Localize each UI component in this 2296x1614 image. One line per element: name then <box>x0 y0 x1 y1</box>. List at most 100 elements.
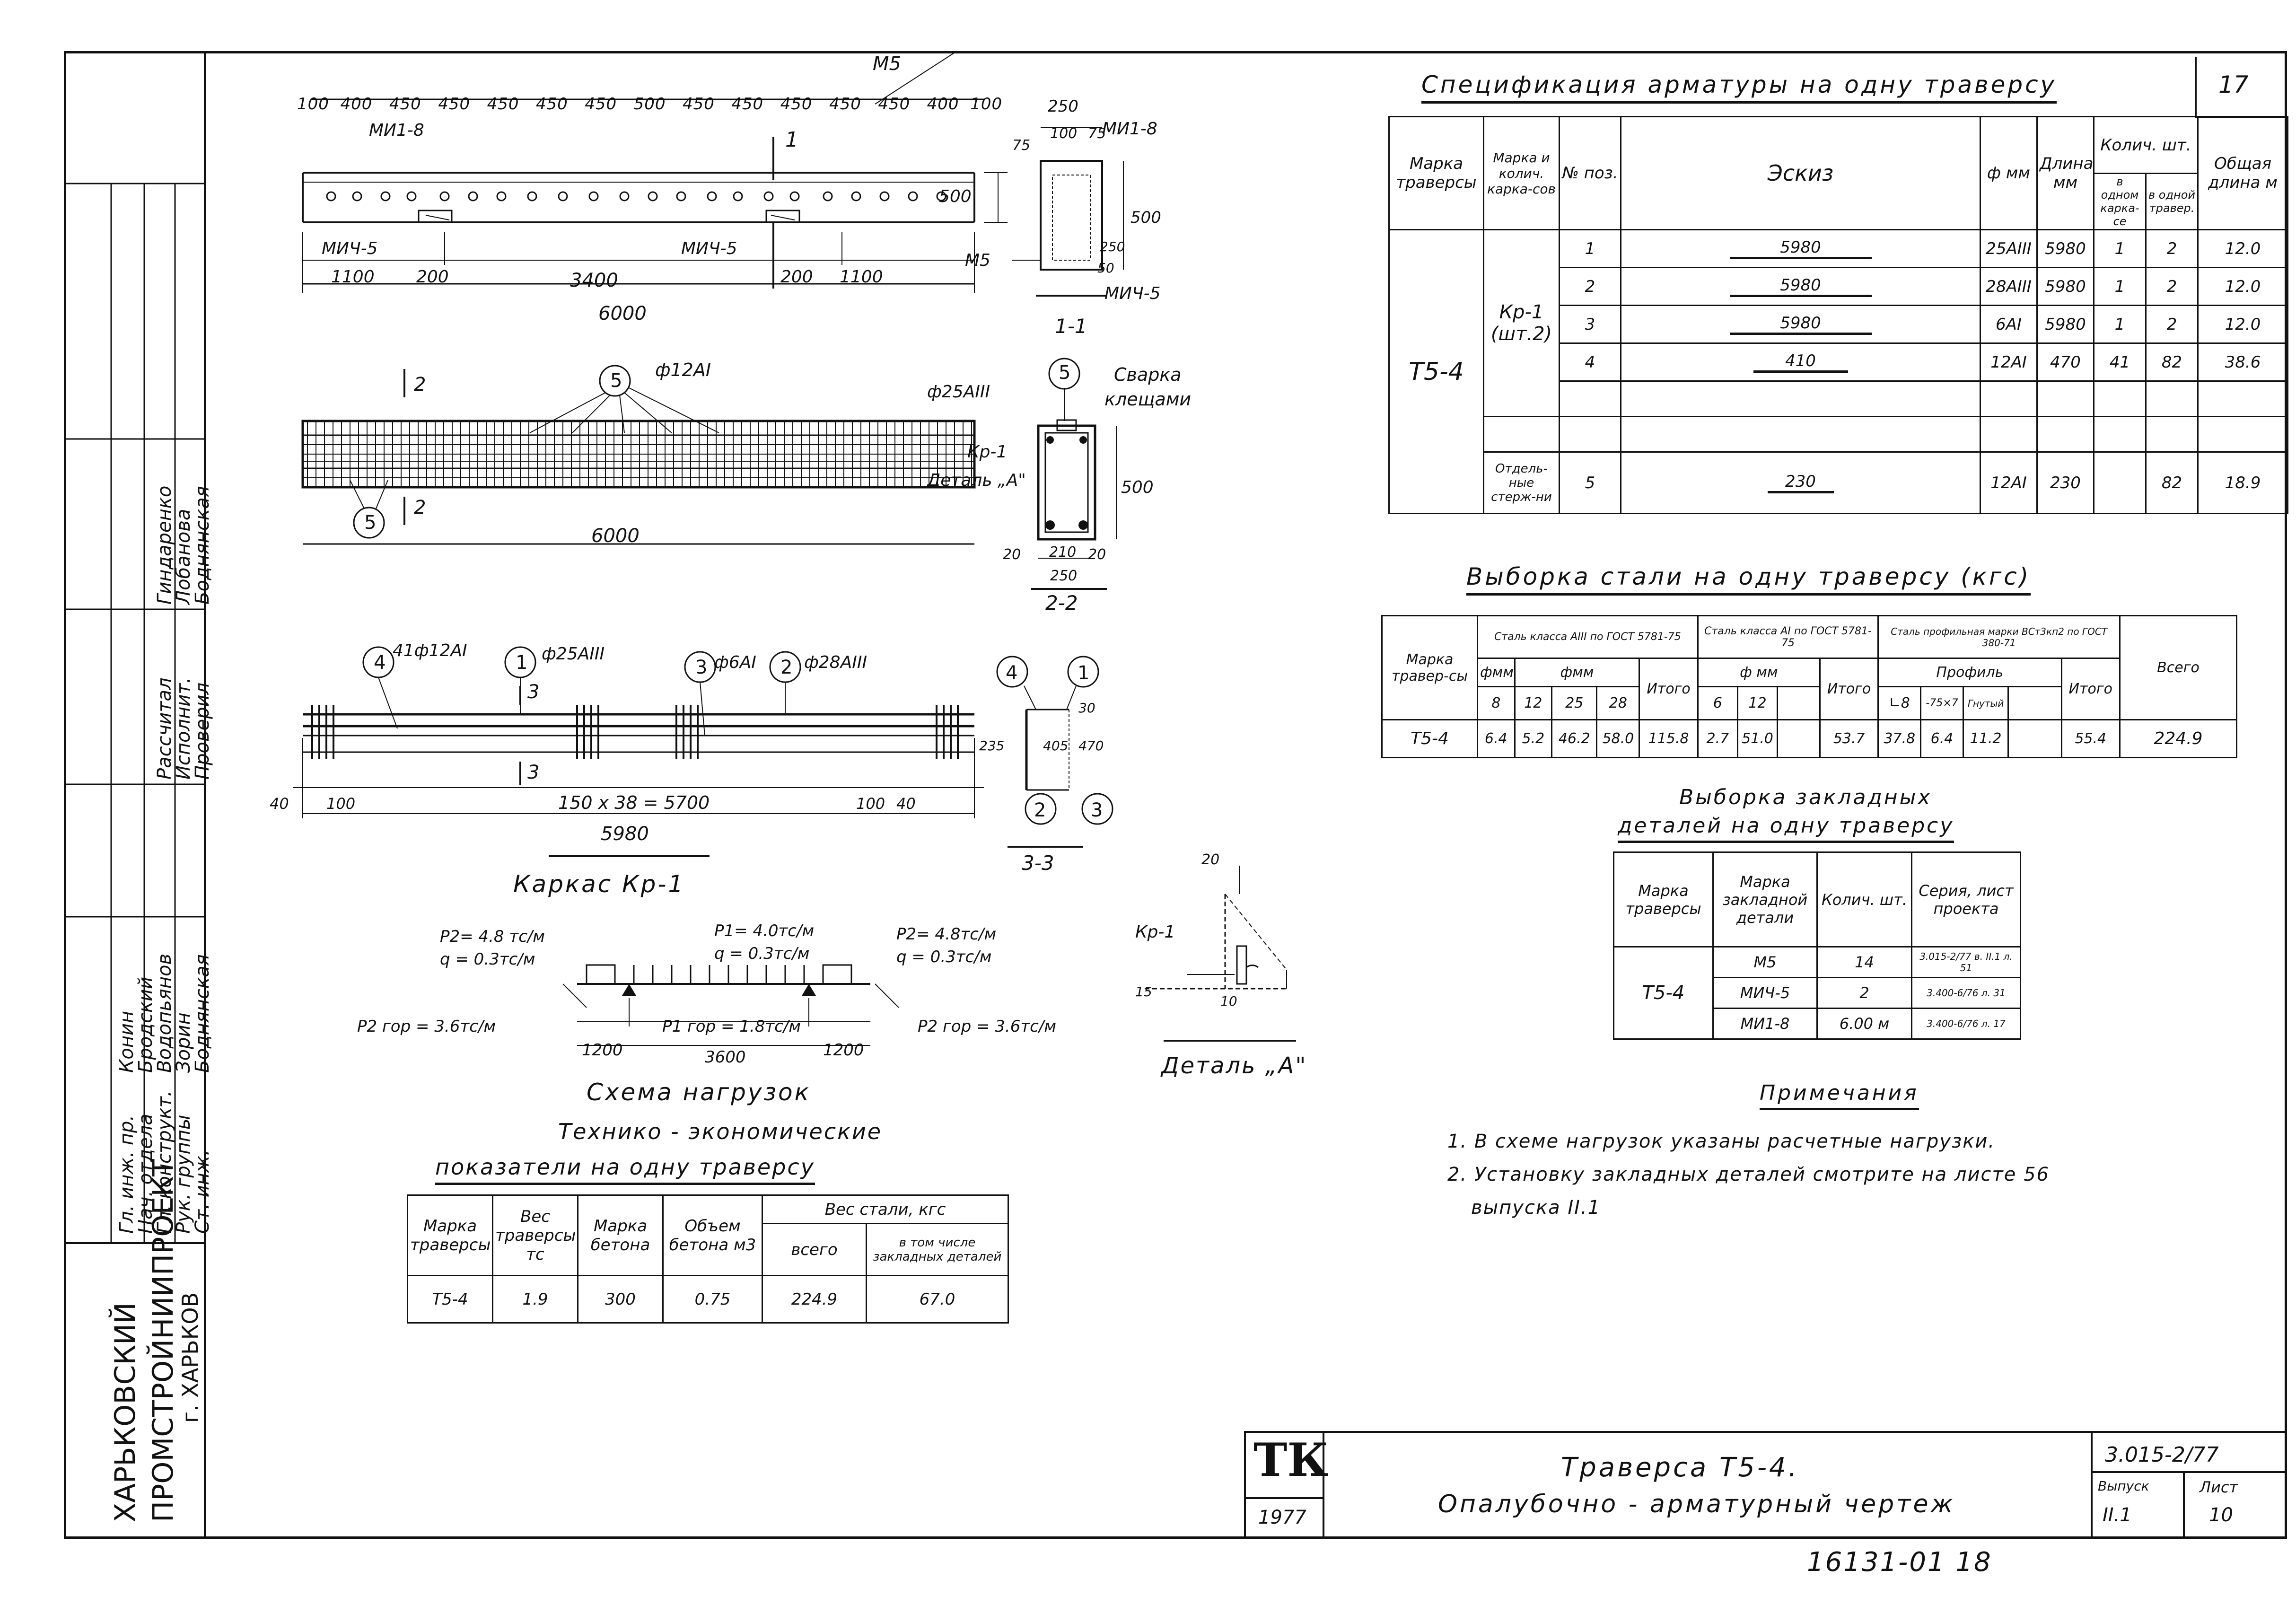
s11-250: 250 <box>1048 97 1078 116</box>
tech-h-all: всего <box>762 1223 867 1276</box>
dim: 450 <box>731 95 764 114</box>
elev-dim-6000: 6000 <box>598 303 647 325</box>
steel-it1: 115.8 <box>1639 719 1699 758</box>
spec-empty <box>2197 380 2289 417</box>
plan-pos5-top: 5 <box>610 370 622 392</box>
frame-5700: 150 х 38 = 5700 <box>558 792 710 813</box>
title-block <box>1244 1431 2287 1539</box>
dim: 450 <box>878 95 911 114</box>
section-1-1 <box>1012 127 1124 297</box>
stamp-issue: II.1 <box>2103 1504 2132 1526</box>
steel-sub: -75×7 <box>1920 686 1964 720</box>
steel-it3: 55.4 <box>2060 719 2121 758</box>
load-p2gor-b: P2 гор = 3.6тс/м <box>918 1017 1056 1036</box>
title-block-logo-split <box>1244 1497 1324 1499</box>
dim: 450 <box>438 95 471 114</box>
spec-table: Марка траверсы Марка и колич. карка-сов … <box>1388 116 2289 514</box>
elev-dim-1100a: 1100 <box>331 267 375 287</box>
org-name-1: ХАРЬКОВСКИЙ <box>109 1302 142 1522</box>
spec-total-2: 12.0 <box>2197 267 2289 306</box>
frame-100b: 100 <box>856 795 885 813</box>
spec-h-qty: Колич. шт. <box>2093 116 2199 174</box>
spec-dia-1: 25AIII <box>1980 229 2038 268</box>
frame-25: ф25AIII <box>542 644 605 664</box>
embed-qty-3: 6.00 м <box>1816 1008 1912 1040</box>
spec-frame-name: Кр-1 <box>1499 301 1544 323</box>
s22-weld2: клещами <box>1104 389 1192 410</box>
steel-it2: 53.7 <box>1819 719 1879 758</box>
dim: 400 <box>340 95 373 114</box>
dim: 450 <box>585 95 617 114</box>
steel-v28: 58.0 <box>1596 719 1640 758</box>
steel-sub: 28 <box>1596 686 1640 720</box>
steel-sub <box>2007 686 2062 720</box>
embed-h-mark: Марка траверсы <box>1613 851 1714 947</box>
spec-frame-count: (шт.2) <box>1490 323 1552 345</box>
steel-a12: 51.0 <box>1736 719 1779 758</box>
frame-view <box>293 646 984 857</box>
stamp-year: 1977 <box>1258 1507 1306 1528</box>
spec-empty <box>1559 416 1621 453</box>
sketch-dim: 230 <box>1767 472 1834 493</box>
spec-dia-5: 12AI <box>1980 451 2038 514</box>
spec-h-len: Длина мм <box>2036 116 2094 230</box>
spec-dia-3: 6AI <box>1980 305 2038 344</box>
steel-sub: ∟8 <box>1877 686 1922 720</box>
spec-empty <box>2093 380 2147 417</box>
steel-sub: 25 <box>1551 686 1598 720</box>
side-stamp-grid <box>64 183 206 1244</box>
spec-one-1: 1 <box>2093 229 2147 268</box>
section-2-2 <box>1031 358 1117 590</box>
note-2: 2. Установку закладных деталей смотрите … <box>1447 1164 2050 1185</box>
spec-empty <box>2093 416 2147 453</box>
dim: 500 <box>633 95 666 114</box>
spec-len-2: 5980 <box>2036 267 2094 306</box>
dim: 450 <box>780 95 813 114</box>
spec-total-5: 18.9 <box>2197 451 2289 514</box>
tech-h-volume: Объем бетона м3 <box>662 1194 763 1276</box>
s33-pos3: 3 <box>1091 799 1103 821</box>
elev-dim-200b: 200 <box>780 267 813 287</box>
note-3: выпуска II.1 <box>1471 1197 1601 1219</box>
steel-v12: 5.2 <box>1514 719 1553 758</box>
spec-empty <box>1980 416 2038 453</box>
spec-total-3: 12.0 <box>2197 305 2289 344</box>
spec-one-3: 1 <box>2093 305 2147 344</box>
s33-235: 235 <box>979 738 1005 754</box>
embed-h-series: Серия, лист проекта <box>1911 851 2021 947</box>
spec-h-qty-all: в одной травер. <box>2145 173 2199 230</box>
s33-pos4: 4 <box>1006 662 1018 684</box>
spec-all-3: 2 <box>2145 305 2199 344</box>
s33-pos1: 1 <box>1078 662 1090 684</box>
dim: 450 <box>829 95 861 114</box>
s11-100: 100 <box>1050 125 1078 142</box>
stamp-side-strip <box>64 51 206 1539</box>
spec-empty <box>1620 380 1981 417</box>
load-p2gor-a: P2 гор = 3.6тс/м <box>357 1017 496 1036</box>
title-block-right-cell <box>2091 1431 2287 1539</box>
spec-sketch-2: 5980 <box>1620 267 1981 306</box>
steel-h-profile: Профиль <box>1877 658 2062 687</box>
s22-pos5: 5 <box>1059 362 1071 384</box>
title-block-right-split <box>2091 1471 2287 1473</box>
steel-a6: 2.7 <box>1697 719 1738 758</box>
frame-5980: 5980 <box>601 823 649 845</box>
steel-h-total3: Итого <box>2060 658 2121 720</box>
sketch-dim: 5980 <box>1729 276 1872 297</box>
steel-h-total1: Итого <box>1639 658 1699 720</box>
sketch-dim: 5980 <box>1729 314 1872 335</box>
frame-cut3-top: 3 <box>527 681 540 703</box>
elevation-view <box>302 51 1008 293</box>
steel-v25: 46.2 <box>1551 719 1598 758</box>
dim: 400 <box>927 95 959 114</box>
plan-cut2-top: 2 <box>414 374 426 395</box>
spec-empty <box>2036 416 2094 453</box>
embed-h-qty: Колич. шт. <box>1816 851 1912 947</box>
s22-210: 210 <box>1049 544 1077 561</box>
embed-qty-2: 2 <box>1816 977 1912 1009</box>
dim: 450 <box>682 95 715 114</box>
elev-m5-label: М5 <box>873 53 901 75</box>
elev-height: 500 <box>939 187 972 206</box>
det-15: 15 <box>1135 984 1152 1000</box>
spec-empty <box>2145 416 2199 453</box>
